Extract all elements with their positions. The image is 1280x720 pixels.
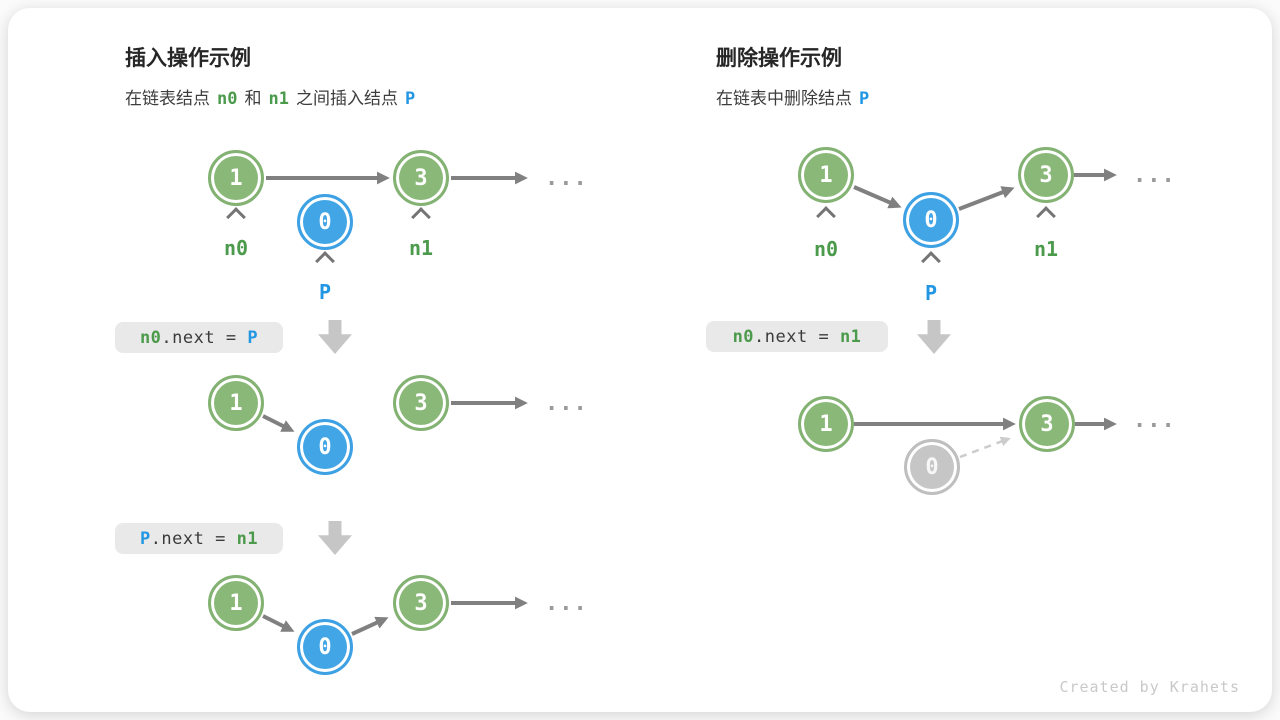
delete-section-subtitle: 在链表中删除结点 P: [716, 84, 876, 109]
code-insert1-lhs: n0: [139, 327, 162, 348]
insert-step3-node-3: 3: [393, 575, 449, 631]
delete-step2-node-0-removed: 0: [904, 439, 960, 495]
insert-step3-node-1: 1: [208, 575, 264, 631]
delete-step1-node-0: 0: [903, 192, 959, 248]
insert-section-title: 插入操作示例: [125, 47, 251, 70]
code-insert2-op: .next =: [150, 528, 237, 549]
code-delete1-op: .next =: [754, 326, 840, 347]
pointer-label-n1-insert: n1: [408, 236, 434, 260]
code-insert1-op: .next =: [161, 327, 248, 348]
insert-step3-node-0: 0: [297, 619, 353, 675]
delete-step1-node-3: 3: [1018, 147, 1074, 203]
delete-step2-node-1: 1: [798, 396, 854, 452]
insert-subtitle-text-post: 之间插入结点: [295, 89, 398, 108]
delete-subtitle-text-pre: 在链表中删除结点: [716, 89, 852, 108]
ellipsis-insert-step2: ...: [545, 391, 588, 416]
insert-step1-node-0: 0: [297, 194, 353, 250]
ellipsis-delete-step2: ...: [1133, 408, 1176, 433]
pointer-label-n0-delete: n0: [813, 237, 839, 261]
pointer-label-n0-insert: n0: [223, 236, 249, 260]
delete-step2-node-3: 3: [1019, 396, 1075, 452]
delete-step1-node-1: 1: [798, 147, 854, 203]
credit-text: Created by Krahets: [1059, 678, 1240, 696]
ellipsis-insert-step1: ...: [545, 166, 588, 191]
code-delete1-rhs: n1: [839, 326, 862, 347]
code-label-insert-step1: n0.next = P: [115, 322, 283, 353]
insert-step1-node-3: 3: [393, 150, 449, 206]
delete-section-title: 删除操作示例: [716, 47, 842, 70]
insert-step2-node-3: 3: [393, 375, 449, 431]
delete-subtitle-p: P: [859, 89, 870, 109]
insert-step2-node-1: 1: [208, 375, 264, 431]
code-insert2-rhs: n1: [236, 528, 259, 549]
insert-subtitle-n0: n0: [217, 89, 238, 109]
ellipsis-insert-step3: ...: [545, 591, 588, 616]
pointer-label-n1-delete: n1: [1033, 237, 1059, 261]
code-delete1-lhs: n0: [732, 326, 755, 347]
code-label-insert-step2: P.next = n1: [115, 523, 283, 554]
canvas-card: [8, 8, 1272, 712]
pointer-label-p-delete: P: [924, 281, 938, 305]
ellipsis-delete-step1: ...: [1133, 163, 1176, 188]
insert-subtitle-text-pre: 在链表结点: [125, 89, 210, 108]
insert-step2-node-0: 0: [297, 419, 353, 475]
pointer-label-p-insert: P: [318, 280, 332, 304]
insert-subtitle-p: P: [404, 89, 416, 109]
code-label-delete-step1: n0.next = n1: [706, 321, 888, 352]
insert-step1-node-1: 1: [208, 150, 264, 206]
code-insert1-rhs: P: [247, 327, 259, 348]
code-insert2-lhs: P: [139, 528, 151, 549]
insert-section-subtitle: 在链表结点 n0 和 n1 之间插入结点 P: [125, 84, 422, 109]
insert-subtitle-n1: n1: [268, 89, 289, 109]
insert-subtitle-text-mid: 和: [244, 89, 262, 108]
